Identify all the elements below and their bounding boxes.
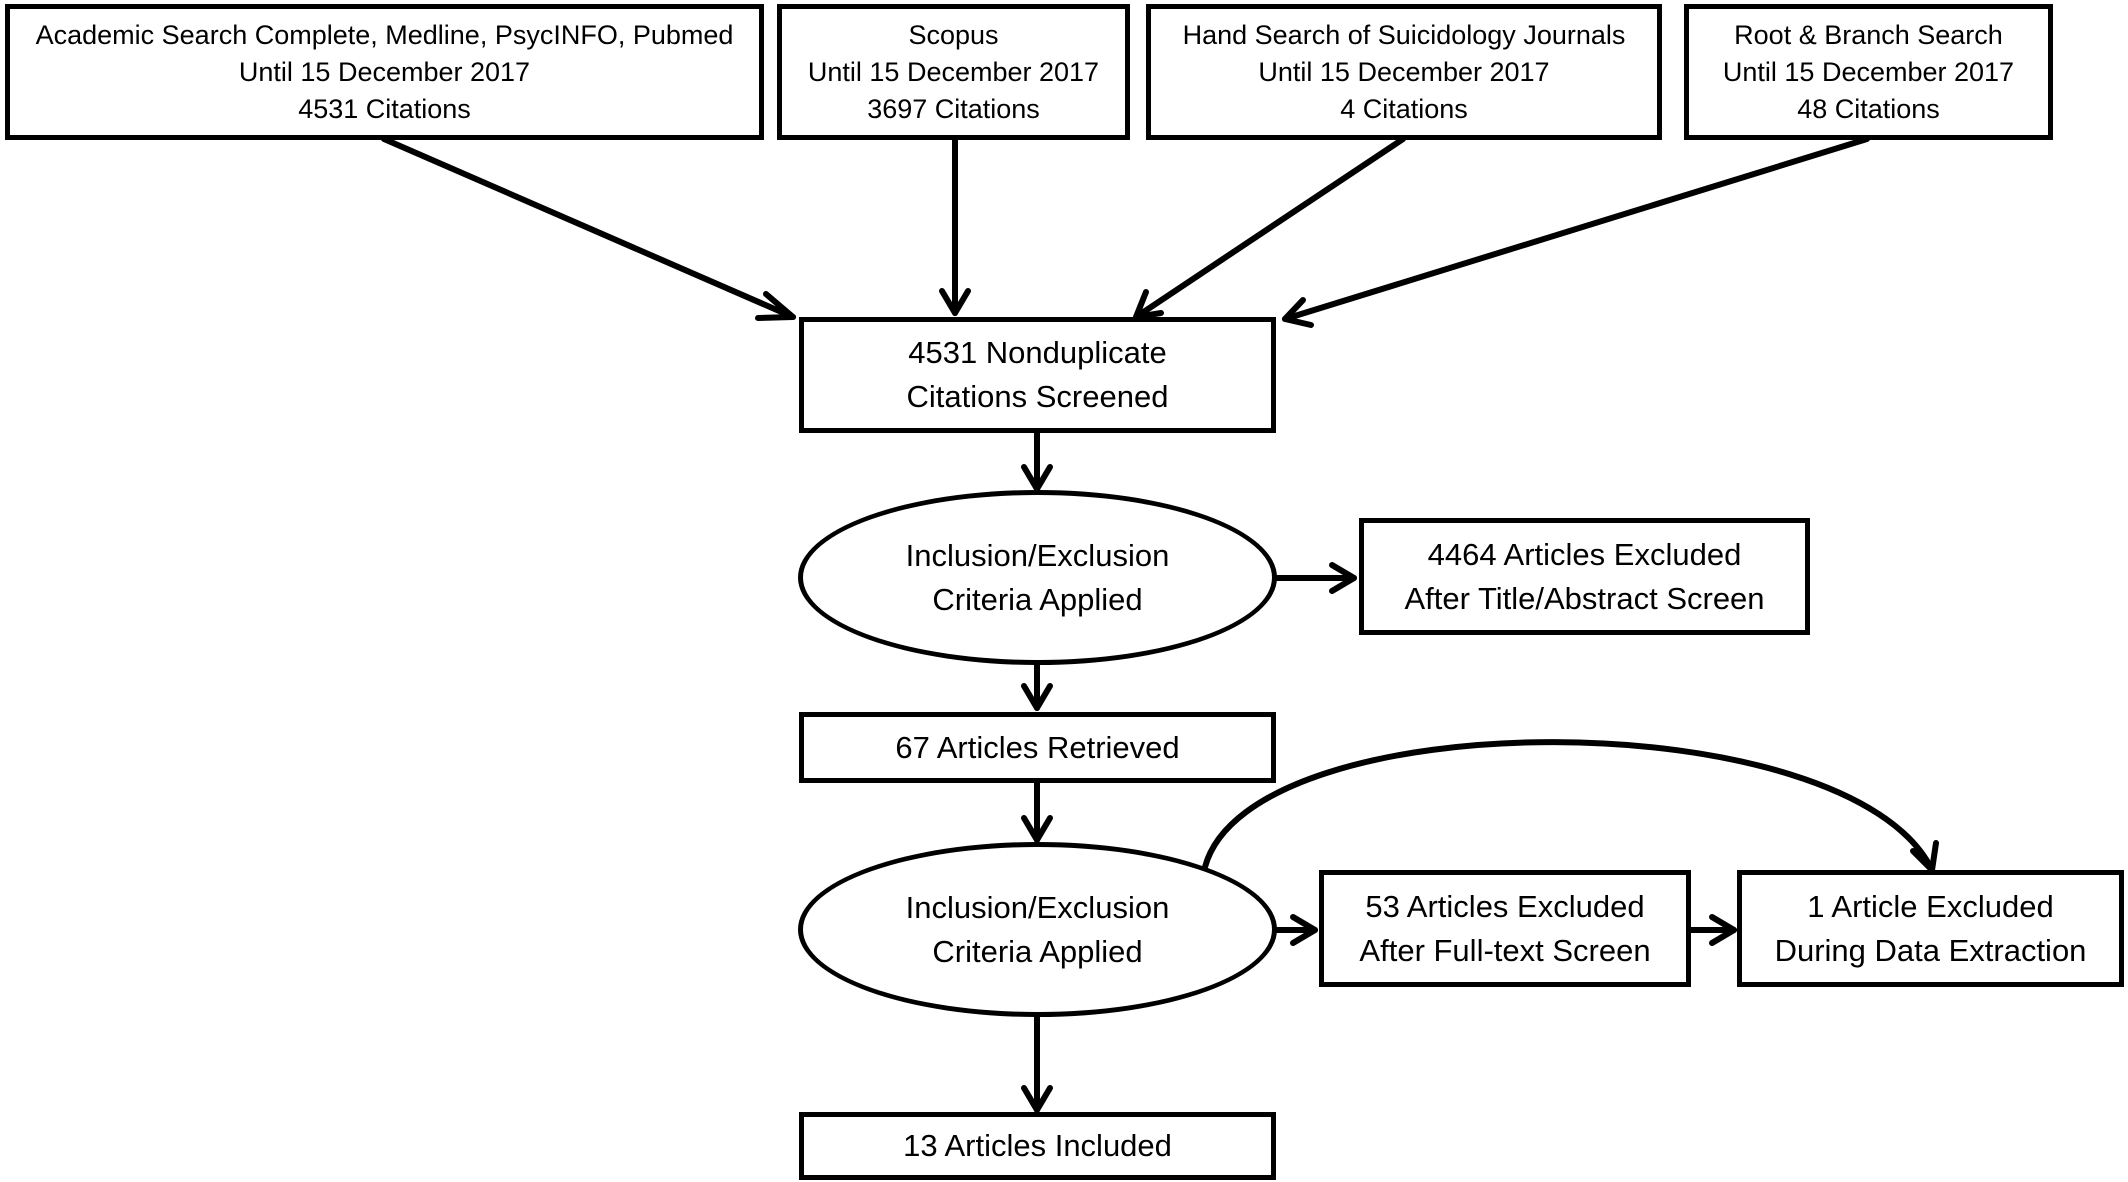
arrow-criteria1-to-retrieved: [1021, 661, 1053, 711]
arrow-source-4: [1282, 136, 1870, 328]
arrow-screened-to-criteria1: [1021, 429, 1053, 492]
excluded-extraction-line2: During Data Extraction: [1774, 932, 2087, 968]
criteria2-line1: Inclusion/Exclusion: [905, 889, 1170, 925]
excluded-fulltext-line2: After Full-text Screen: [1359, 932, 1651, 968]
source-name: Academic Search Complete, Medline, PsycI…: [35, 19, 734, 50]
retrieved-line1: 67 Articles Retrieved: [895, 729, 1180, 765]
arrow-source-1: [381, 136, 796, 321]
arrow-criteria2-to-included: [1021, 1012, 1053, 1113]
source-count: 4 Citations: [1340, 93, 1468, 124]
arrow-criteria2-to-excluded-fulltext: [1272, 914, 1318, 946]
source-count: 48 Citations: [1797, 93, 1940, 124]
excluded-fulltext-line1: 53 Articles Excluded: [1365, 888, 1645, 924]
source-box-root-branch: Root & Branch Search Until 15 December 2…: [1684, 4, 2053, 140]
excluded-title-line1: 4464 Articles Excluded: [1427, 536, 1742, 572]
criteria1-line2: Criteria Applied: [932, 581, 1143, 617]
source-date: Until 15 December 2017: [1258, 56, 1550, 87]
source-box-databases: Academic Search Complete, Medline, PsycI…: [5, 4, 764, 140]
retrieved-box: 67 Articles Retrieved: [799, 712, 1276, 783]
arrow-fulltext-to-extraction: [1687, 914, 1737, 946]
excluded-extraction-line1: 1 Article Excluded: [1807, 888, 2054, 924]
excluded-extraction-box: 1 Article Excluded During Data Extractio…: [1737, 870, 2124, 987]
excluded-fulltext-box: 53 Articles Excluded After Full-text Scr…: [1319, 870, 1691, 987]
criteria2-line2: Criteria Applied: [932, 933, 1143, 969]
source-date: Until 15 December 2017: [238, 56, 531, 87]
criteria1-line1: Inclusion/Exclusion: [905, 537, 1170, 573]
criteria-ellipse-1: Inclusion/Exclusion Criteria Applied: [798, 490, 1277, 665]
source-name: Hand Search of Suicidology Journals: [1182, 19, 1626, 50]
source-date: Until 15 December 2017: [807, 56, 1100, 87]
arrow-source-3: [1133, 136, 1406, 320]
source-name: Scopus: [908, 19, 999, 50]
included-line1: 13 Articles Included: [903, 1128, 1172, 1163]
excluded-title-abstract-box: 4464 Articles Excluded After Title/Abstr…: [1359, 518, 1810, 635]
screened-box: 4531 Nonduplicate Citations Screened: [799, 317, 1276, 433]
source-box-scopus: Scopus Until 15 December 2017 3697 Citat…: [777, 4, 1130, 140]
source-count: 4531 Citations: [298, 93, 471, 124]
excluded-title-line2: After Title/Abstract Screen: [1404, 580, 1765, 616]
criteria-ellipse-2: Inclusion/Exclusion Criteria Applied: [798, 842, 1277, 1017]
source-count: 3697 Citations: [867, 93, 1040, 124]
arrow-source-2: [939, 136, 971, 316]
arrow-retrieved-to-criteria2: [1021, 779, 1053, 843]
screened-line2: Citations Screened: [906, 379, 1169, 414]
arrow-criteria2-curve-to-extraction: [1202, 739, 1939, 873]
source-name: Root & Branch Search: [1734, 19, 2003, 50]
arrow-criteria1-to-excluded-title: [1272, 562, 1357, 594]
screened-line1: 4531 Nonduplicate: [908, 335, 1167, 370]
source-date: Until 15 December 2017: [1722, 56, 2015, 87]
source-box-hand-search: Hand Search of Suicidology Journals Unti…: [1146, 4, 1662, 140]
included-box: 13 Articles Included: [799, 1112, 1276, 1180]
